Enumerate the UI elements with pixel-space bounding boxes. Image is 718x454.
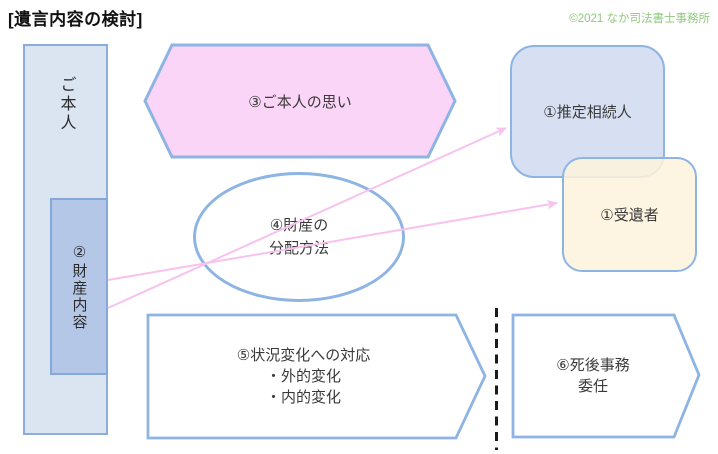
- node-situation-change-label: ⑤状況変化への対応 ・外的変化 ・内的変化: [146, 313, 461, 440]
- node-person-label: ご本人: [57, 76, 75, 133]
- pentagon-shape: [146, 313, 487, 440]
- node-posthumous-affairs-line2: 委任: [577, 378, 608, 395]
- node-posthumous-affairs: ⑥死後事務 委任: [511, 313, 701, 439]
- node-posthumous-affairs-line1: ⑥死後事務: [556, 357, 630, 374]
- node-distribution-method-line2: 分配方法: [268, 240, 329, 257]
- node-posthumous-affairs-label: ⑥死後事務 委任: [511, 313, 675, 439]
- page-title: [遺言内容の検討]: [8, 10, 143, 29]
- node-distribution-method-line1: ④財産の: [269, 216, 329, 234]
- node-legatee: ①受遺者: [562, 157, 697, 272]
- node-situation-change-line2: ・外的変化: [265, 368, 341, 385]
- node-distribution-method: ④財産の 分配方法: [193, 172, 405, 302]
- node-situation-change-line3: ・内的変化: [265, 389, 341, 406]
- copyright-text: ©2021 なか司法書士事務所: [569, 13, 710, 25]
- node-situation-change-line1: ⑤状況変化への対応: [236, 347, 371, 364]
- node-legatee-label: ①受遺者: [600, 207, 659, 224]
- node-persons-wishes-label: ③ご本人の思い: [248, 93, 352, 111]
- node-presumed-heirs-label: ①推定相続人: [543, 104, 632, 121]
- node-situation-change: ⑤状況変化への対応 ・外的変化 ・内的変化: [146, 313, 488, 440]
- node-persons-wishes: ③ご本人の思い: [143, 43, 457, 159]
- pentagon-shape: [511, 313, 701, 439]
- node-property-contents-label: ②財産内容: [70, 242, 88, 331]
- node-property-contents: ②財産内容: [50, 198, 108, 375]
